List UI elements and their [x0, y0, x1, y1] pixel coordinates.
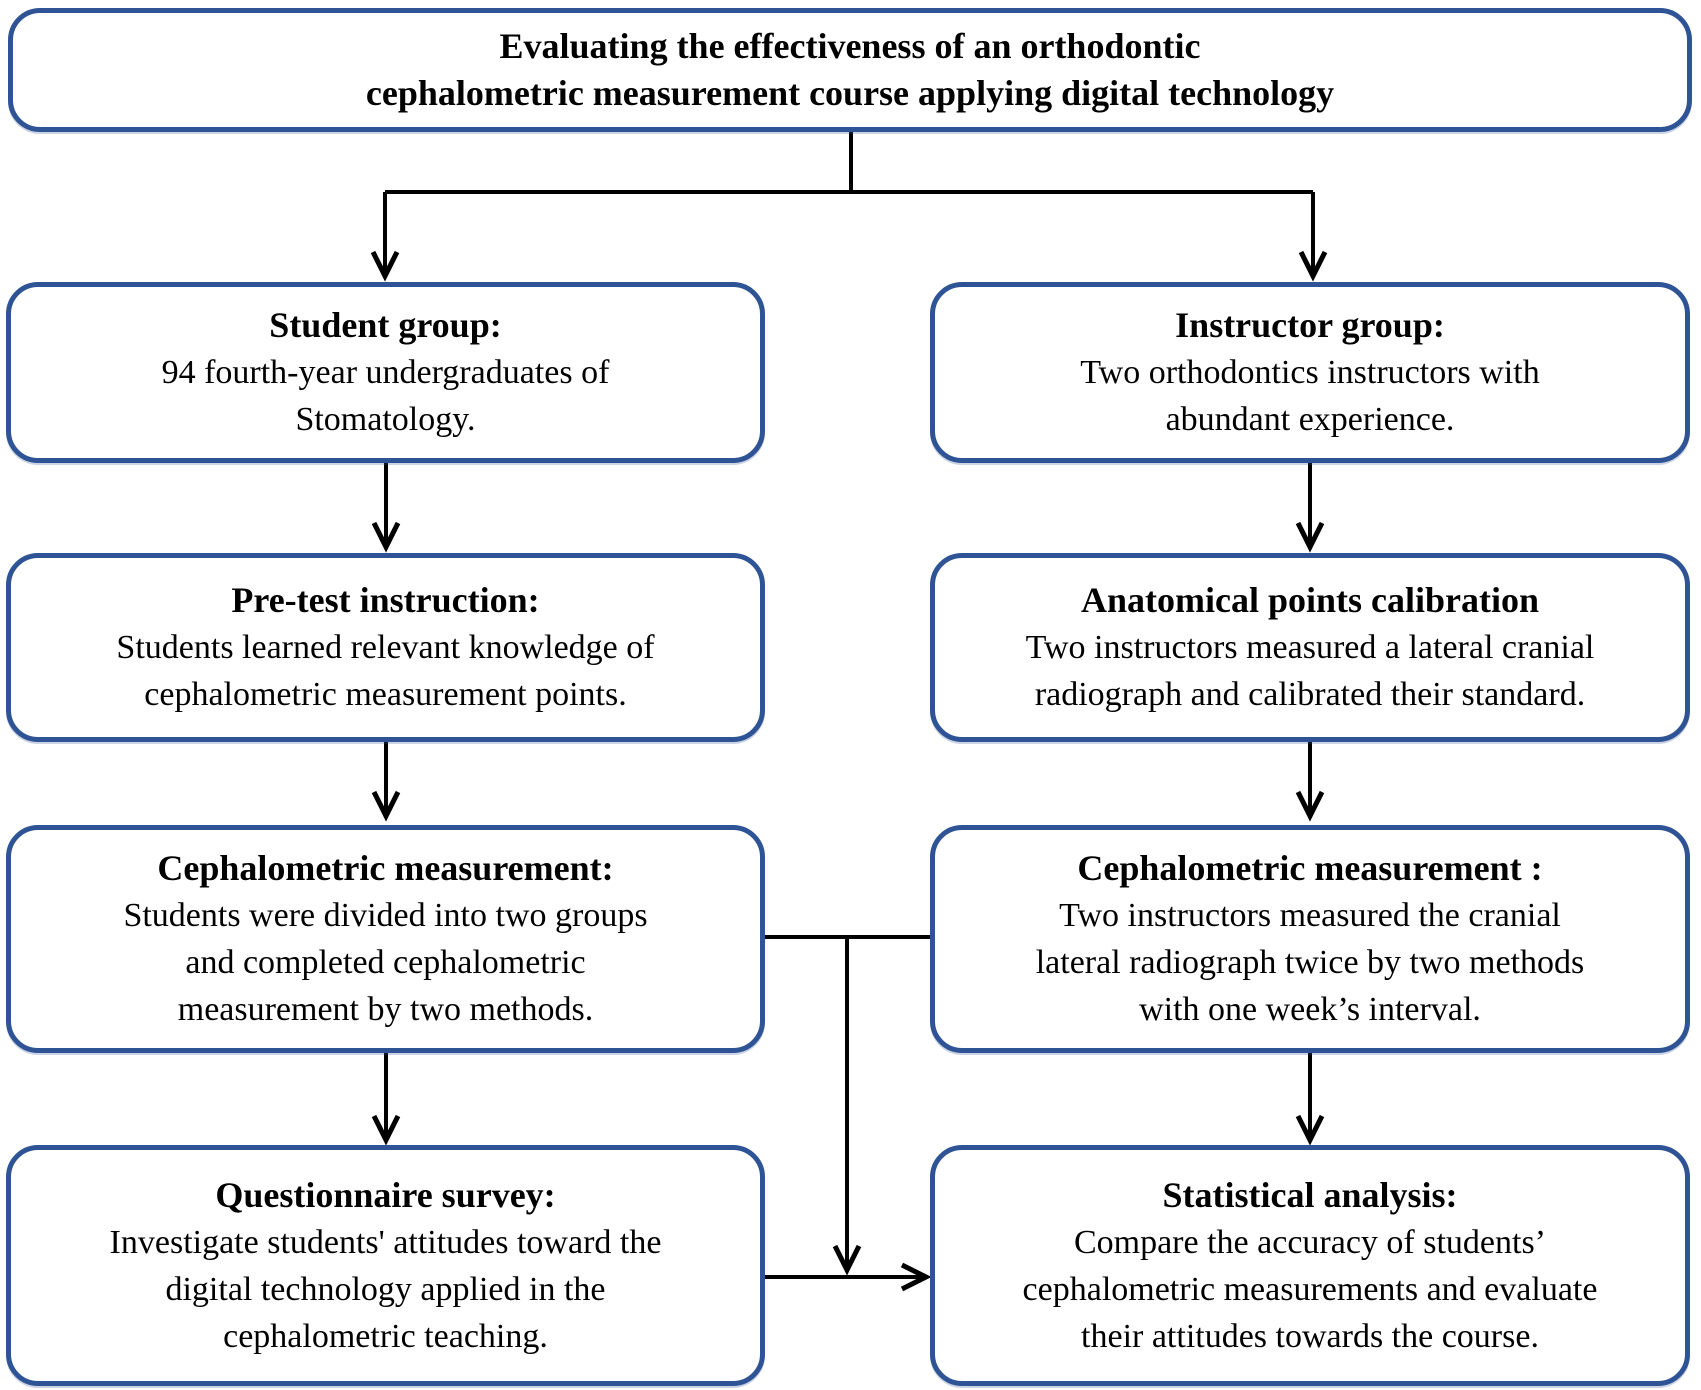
body-line: abundant experience.	[1165, 401, 1455, 438]
body-line: Students were divided into two groups	[123, 897, 648, 934]
statistical-analysis-heading: Statistical analysis:	[1162, 1174, 1458, 1215]
statistical-analysis-box: Statistical analysis: Compare the accura…	[930, 1145, 1690, 1386]
body-line: cephalometric measurements and evaluate	[1022, 1270, 1598, 1308]
body-line: Two instructors measured a lateral crani…	[1025, 629, 1595, 666]
body-line: radiograph and calibrated their standard…	[1034, 676, 1586, 713]
body-line: cephalometric measurement points.	[144, 676, 627, 713]
arrowhead-right-icon	[900, 1262, 932, 1292]
questionnaire-survey-body: Investigate students' attitudes toward t…	[110, 1219, 662, 1360]
body-line: digital technology applied in the	[165, 1270, 606, 1308]
instructor-group-heading: Instructor group:	[1175, 305, 1445, 345]
title-box: Evaluating the effectiveness of an ortho…	[8, 8, 1692, 132]
anatomical-points-calibration-heading: Anatomical points calibration	[1080, 580, 1539, 620]
questionnaire-survey-box: Questionnaire survey: Investigate studen…	[6, 1145, 765, 1386]
cephalometric-measurement-students-box: Cephalometric measurement: Students were…	[6, 825, 765, 1053]
title-line-2: cephalometric measurement course applyin…	[365, 73, 1335, 113]
arrowhead-down-icon	[832, 1244, 862, 1276]
body-line: Investigate students' attitudes toward t…	[109, 1223, 662, 1261]
cephalometric-measurement-students-heading: Cephalometric measurement:	[157, 848, 614, 888]
student-group-box: Student group: 94 fourth-year undergradu…	[6, 282, 765, 463]
arrowhead-down-icon	[1298, 250, 1328, 282]
arrowhead-down-icon	[1295, 1114, 1325, 1146]
arrowhead-down-icon	[370, 250, 400, 282]
instructor-group-body: Two orthodontics instructors with abundan…	[1080, 349, 1539, 443]
pretest-instruction-heading: Pre-test instruction:	[231, 580, 540, 620]
body-line: Stomatology.	[295, 401, 476, 438]
title-line-1: Evaluating the effectiveness of an ortho…	[499, 26, 1201, 66]
body-line: and completed cephalometric	[185, 944, 586, 981]
body-line: cephalometric teaching.	[223, 1317, 548, 1355]
cephalometric-measurement-instructors-heading: Cephalometric measurement :	[1077, 848, 1543, 888]
body-line: Two instructors measured the cranial	[1059, 897, 1561, 934]
body-line: 94 fourth-year undergraduates of	[161, 354, 610, 391]
body-line: with one week’s interval.	[1139, 991, 1481, 1028]
pretest-instruction-box: Pre-test instruction: Students learned r…	[6, 553, 765, 742]
body-line: lateral radiograph twice by two methods	[1035, 944, 1585, 981]
arrowhead-down-icon	[1295, 521, 1325, 553]
arrowhead-down-icon	[371, 1114, 401, 1146]
student-group-body: 94 fourth-year undergraduates of Stomatol…	[162, 349, 610, 443]
cephalometric-measurement-instructors-box: Cephalometric measurement : Two instruct…	[930, 825, 1690, 1053]
student-group-heading: Student group:	[269, 305, 502, 345]
body-line: their attitudes towards the course.	[1081, 1317, 1539, 1355]
arrowhead-down-icon	[371, 521, 401, 553]
body-line: Compare the accuracy of students’	[1073, 1223, 1547, 1261]
statistical-analysis-body: Compare the accuracy of students’ cephalo…	[1023, 1219, 1598, 1360]
anatomical-points-calibration-box: Anatomical points calibration Two instru…	[930, 553, 1690, 742]
pretest-instruction-body: Students learned relevant knowledge of ce…	[116, 624, 654, 718]
questionnaire-survey-heading: Questionnaire survey:	[215, 1174, 556, 1215]
anatomical-points-calibration-body: Two instructors measured a lateral crani…	[1026, 624, 1595, 718]
cephalometric-measurement-students-body: Students were divided into two groups and…	[123, 892, 647, 1033]
arrowhead-down-icon	[371, 790, 401, 822]
cephalometric-measurement-instructors-body: Two instructors measured the cranial late…	[1036, 892, 1585, 1033]
body-line: measurement by two methods.	[177, 991, 594, 1028]
arrowhead-down-icon	[1295, 790, 1325, 822]
body-line: Students learned relevant knowledge of	[116, 629, 655, 666]
body-line: Two orthodontics instructors with	[1080, 354, 1540, 391]
instructor-group-box: Instructor group: Two orthodontics instr…	[930, 282, 1690, 463]
